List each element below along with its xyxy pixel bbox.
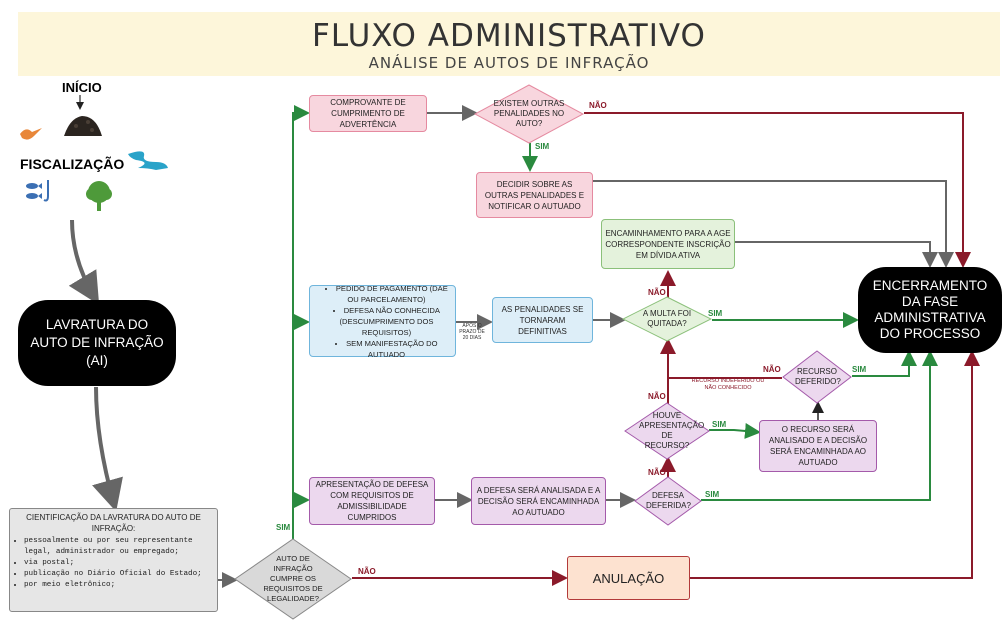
fish-hook-icon	[24, 178, 54, 209]
page-subtitle: ANÁLISE DE AUTOS DE INFRAÇÃO	[368, 54, 650, 72]
list-item: publicação no Diário Oficial do Estado;	[24, 569, 211, 580]
list-item: DEFESA NÃO CONHECIDA (DESCUMPRIMENTO DOS…	[321, 305, 452, 338]
soil-icon	[62, 110, 104, 143]
comprovante-node: COMPROVANTE DE CUMPRIMENTO DE ADVERTÊNCI…	[309, 95, 427, 132]
sim-label-existem: SIM	[535, 142, 550, 151]
recurso-analisado-label: O RECURSO SERÁ ANALISADO E A DECISÃO SER…	[768, 425, 868, 467]
existem-outras-label: EXISTEM OUTRAS PENALIDADES NO AUTO?	[493, 99, 565, 128]
defesa-deferida-label: DEFESA DEFERIDA?	[646, 491, 691, 510]
bird-icon	[18, 124, 44, 147]
cientificacao-box: CIENTIFICAÇÃO DA LAVRATURA DO AUTO DE IN…	[9, 508, 218, 612]
defesa-analisada-node: A DEFESA SERÁ ANALISADA E A DECISÃO SERÁ…	[471, 477, 606, 525]
nao-label-defesa: NÃO	[648, 468, 666, 477]
existem-outras-decision: EXISTEM OUTRAS PENALIDADES NO AUTO?	[474, 84, 584, 144]
recurso-deferido-decision: RECURSO DEFERIDO?	[782, 350, 852, 404]
encerramento-node: ENCERRAMENTO DA FASE ADMINISTRATIVA DO P…	[858, 267, 1002, 353]
defesa-analisada-label: A DEFESA SERÁ ANALISADA E A DECISÃO SERÁ…	[476, 485, 601, 517]
list-item: SEM MANIFESTAÇÃO DO AUTUADO	[321, 338, 452, 360]
pedido-node: PEDIDO DE PAGAMENTO (DAE OU PARCELAMENTO…	[309, 283, 456, 360]
header-banner: FLUXO ADMINISTRATIVO ANÁLISE DE AUTOS DE…	[18, 12, 1000, 76]
auto-cumpre-decision: AUTO DE INFRAÇÃO CUMPRE OS REQUISITOS DE…	[234, 538, 352, 620]
cientificacao-list: pessoalmente ou por seu representante le…	[16, 536, 211, 591]
tree-icon	[84, 180, 114, 217]
recurso-indeferido-note: RECURSO INDEFERIDO OU NÃO CONHECIDO	[691, 378, 765, 391]
encaminhamento-age-node: ENCAMINHAMENTO PARA A AGE CORRESPONDENTE…	[601, 219, 735, 269]
nao-label-existem: NÃO	[589, 101, 607, 110]
sim-label-multa: SIM	[708, 309, 723, 318]
list-item: PEDIDO DE PAGAMENTO (DAE OU PARCELAMENTO…	[321, 283, 452, 305]
nao-label-houve: NÃO	[648, 392, 666, 401]
houve-apresentacao-decision: HOUVE APRESENTAÇÃO DE RECURSO?	[624, 402, 710, 460]
houve-apresentacao-label: HOUVE APRESENTAÇÃO DE RECURSO?	[639, 411, 705, 450]
anulacao-node: ANULAÇÃO	[567, 556, 690, 600]
pedido-list: PEDIDO DE PAGAMENTO (DAE OU PARCELAMENTO…	[313, 283, 452, 360]
recurso-analisado-node: O RECURSO SERÁ ANALISADO E A DECISÃO SER…	[759, 420, 877, 472]
anulacao-label: ANULAÇÃO	[592, 570, 665, 586]
decidir-node: DECIDIR SOBRE AS OUTRAS PENALIDADES E NO…	[476, 172, 593, 218]
definitivas-label: AS PENALIDADES SE TORNARAM DEFINITIVAS	[501, 304, 584, 336]
sim-label-recurso: SIM	[852, 365, 867, 374]
defesa-deferida-decision: DEFESA DEFERIDA?	[634, 476, 702, 526]
sim-label-legalidade: SIM	[276, 523, 291, 532]
nao-label-multa: NÃO	[648, 288, 666, 297]
fiscalizacao-label: FISCALIZAÇÃO	[20, 156, 125, 172]
recurso-deferido-label: RECURSO DEFERIDO?	[795, 367, 841, 386]
list-item: via postal;	[24, 558, 211, 569]
nao-label-recurso: NÃO	[763, 365, 781, 374]
sim-label-houve: SIM	[712, 420, 727, 429]
apos-prazo-note: APÓS O PRAZO DE 20 DIAS	[459, 323, 485, 341]
lavratura-node: LAVRATURA DO AUTO DE INFRAÇÃO (AI)	[18, 300, 176, 386]
multa-quitada-decision: A MULTA FOI QUITADA?	[622, 296, 712, 342]
definitivas-node: AS PENALIDADES SE TORNARAM DEFINITIVAS	[492, 297, 593, 343]
encaminhamento-age-label: ENCAMINHAMENTO PARA A AGE CORRESPONDENTE…	[605, 228, 731, 260]
river-icon	[126, 148, 170, 177]
inicio-label: INÍCIO	[62, 80, 102, 95]
lavratura-label: LAVRATURA DO AUTO DE INFRAÇÃO (AI)	[30, 317, 164, 368]
sim-label-defesa: SIM	[705, 490, 720, 499]
list-item: pessoalmente ou por seu representante le…	[24, 536, 211, 558]
apresentacao-defesa-label: APRESENTAÇÃO DE DEFESA COM REQUISITOS DE…	[315, 480, 429, 522]
multa-quitada-label: A MULTA FOI QUITADA?	[642, 309, 692, 328]
decidir-label: DECIDIR SOBRE AS OUTRAS PENALIDADES E NO…	[484, 179, 585, 211]
auto-cumpre-label: AUTO DE INFRAÇÃO CUMPRE OS REQUISITOS DE…	[263, 554, 323, 603]
page-title: FLUXO ADMINISTRATIVO	[312, 18, 706, 54]
apresentacao-defesa-node: APRESENTAÇÃO DE DEFESA COM REQUISITOS DE…	[309, 477, 435, 525]
nao-label-legalidade: NÃO	[358, 567, 376, 576]
encerramento-label: ENCERRAMENTO DA FASE ADMINISTRATIVA DO P…	[872, 278, 988, 341]
comprovante-label: COMPROVANTE DE CUMPRIMENTO DE ADVERTÊNCI…	[330, 98, 406, 129]
list-item: por meio eletrônico;	[24, 580, 211, 591]
cientificacao-title: CIENTIFICAÇÃO DA LAVRATURA DO AUTO DE IN…	[26, 513, 201, 533]
